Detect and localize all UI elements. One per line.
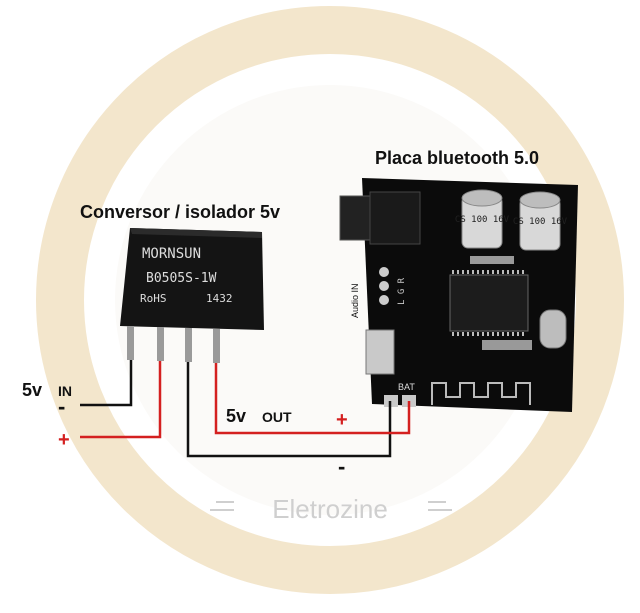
- wires: [80, 360, 411, 458]
- crystal: [539, 309, 567, 349]
- converter-module: MORNSUN B0505S-1W RoHS 1432: [120, 228, 264, 363]
- converter-pin-2: [157, 327, 164, 361]
- converter-title: Conversor / isolador 5v: [80, 202, 280, 222]
- audio-jack-body: [369, 191, 421, 245]
- capacitor-2-label: CS 100 16V: [513, 217, 568, 227]
- watermark-ring: [36, 6, 624, 594]
- micro-usb-port: [365, 329, 395, 375]
- converter-pin-4: [213, 329, 220, 363]
- converter-rohs: RoHS: [140, 292, 167, 305]
- audio-jack: [339, 195, 371, 241]
- pad-g: [379, 281, 389, 291]
- converter-body: [120, 228, 264, 330]
- pad-l: [379, 267, 389, 277]
- antenna-trace: [431, 382, 531, 405]
- main-chip: [449, 274, 529, 332]
- watermark-text: Eletrozine: [272, 494, 388, 524]
- converter-model: B0505S-1W: [146, 271, 217, 286]
- capacitor-1-label: CS 100 16V: [455, 215, 510, 225]
- chip-pins: [452, 270, 526, 336]
- component-row: [482, 340, 532, 350]
- capacitor-1: CS 100 16V: [455, 189, 510, 249]
- input-minus-sign: -: [58, 394, 65, 419]
- converter-code: 1432: [206, 292, 233, 305]
- wire-output-positive: [214, 363, 411, 435]
- converter-brand: MORNSUN: [142, 246, 201, 262]
- watermark-circuit-lines: [210, 501, 452, 511]
- wire-output-negative: [186, 362, 392, 458]
- input-label-prefix: 5v: [22, 380, 42, 400]
- output-label-suffix: OUT: [262, 409, 292, 425]
- output-minus-sign: -: [338, 454, 345, 479]
- bat-label: BAT: [398, 382, 415, 392]
- input-plus-sign: +: [58, 429, 70, 451]
- capacitor-2: CS 100 16V: [513, 191, 568, 251]
- converter-pin-3: [185, 328, 192, 362]
- resistor-row: [470, 256, 514, 264]
- converter-top-edge: [130, 228, 262, 238]
- pad-r: [379, 295, 389, 305]
- lgr-label: L G R: [397, 277, 407, 305]
- output-plus-sign: +: [336, 409, 348, 431]
- audio-in-label: Audio IN: [350, 283, 360, 318]
- bluetooth-board: CS 100 16V CS 100 16V Audio IN L G R BAT: [339, 178, 578, 412]
- board-title: Placa bluetooth 5.0: [375, 148, 539, 168]
- wire-input-negative: [80, 360, 133, 407]
- input-label-suffix: IN: [58, 383, 72, 399]
- output-label-prefix: 5v: [226, 406, 246, 426]
- wire-input-positive: [80, 361, 162, 439]
- converter-pin-1: [127, 326, 134, 360]
